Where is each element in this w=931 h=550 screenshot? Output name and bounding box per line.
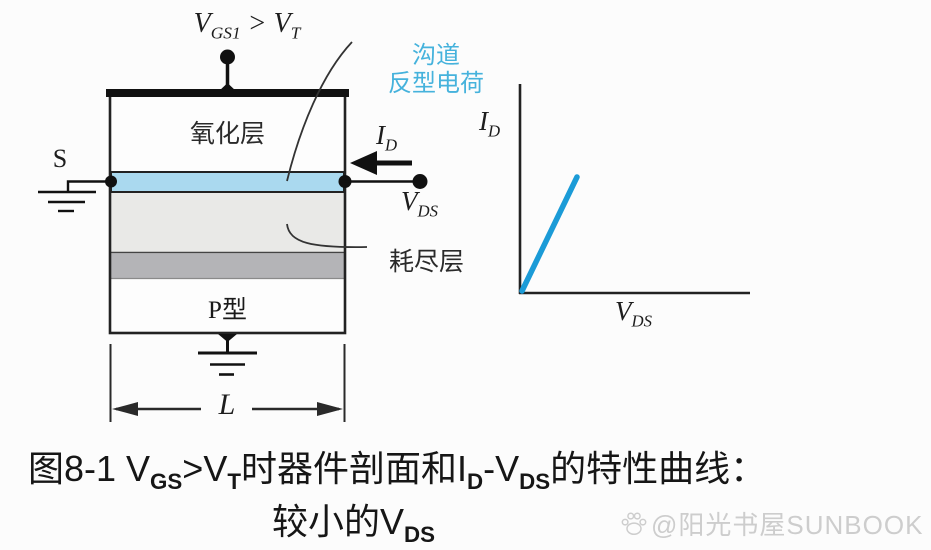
- bulk-charge-layer: [111, 253, 344, 279]
- gate-condition-label: VGS1 > VT: [163, 8, 331, 43]
- depletion-layer-label: 耗尽层: [389, 249, 465, 276]
- plot-x-axis-label: VDS: [615, 296, 652, 331]
- gate-v1-sub: GS1: [210, 23, 241, 43]
- cap2-p1: 较小的V: [272, 501, 405, 542]
- plot-y-axis-label: ID: [479, 106, 501, 141]
- source-wire: [66, 180, 111, 192]
- depletion-annotation-leader: [286, 223, 368, 249]
- cap2-s1: DS: [404, 522, 436, 548]
- plot-id-sym: I: [479, 106, 488, 136]
- drain-terminal-dot: [412, 174, 428, 189]
- cap1-s2: T: [227, 469, 241, 495]
- channel-length-label: L: [218, 388, 236, 421]
- cap1-s4: DS: [519, 469, 551, 495]
- id-sym: I: [376, 120, 385, 150]
- channel-annotation-line2: 反型电荷: [388, 71, 484, 97]
- substrate-label: P型: [208, 297, 247, 324]
- channel-inversion-layer: [110, 171, 345, 193]
- gate-terminal-dot: [220, 49, 235, 65]
- plot-id-sub: D: [488, 121, 501, 141]
- gate-op: >: [240, 8, 274, 39]
- watermark: @阳光书屋SUNBOOK: [620, 505, 923, 542]
- oxide-layer-label: 氧化层: [189, 121, 265, 148]
- watermark-text: @阳光书屋SUNBOOK: [651, 510, 924, 540]
- iv-plot-axes: [518, 84, 750, 295]
- source-label: S: [52, 144, 68, 173]
- figure-caption-line1: 图8-1 VGS>VT时器件剖面和ID-VDS的特性曲线：: [28, 440, 767, 495]
- iv-curve-line: [519, 174, 580, 294]
- channel-annotation-leader: [286, 41, 353, 182]
- cap1-p2: >V: [182, 448, 228, 489]
- cap1-s3: D: [467, 469, 484, 495]
- plot-vds-sym: V: [615, 296, 632, 326]
- plot-vds-sub: DS: [631, 311, 652, 331]
- cap1-p3: 时器件剖面和I: [240, 448, 467, 489]
- drain-current-arrow: [350, 151, 412, 175]
- cap1-p1: 图8-1 V: [28, 448, 151, 489]
- gate-v1: V: [193, 8, 211, 39]
- vds-sub: DS: [417, 201, 438, 221]
- channel-annotation-label: 沟道 反型电荷: [368, 42, 504, 98]
- gate-v2-sub: T: [290, 23, 301, 43]
- paw-icon: [621, 512, 647, 535]
- drain-current-label: ID: [376, 120, 398, 155]
- id-sub: D: [385, 135, 398, 155]
- cap1-s1: GS: [150, 469, 183, 495]
- length-dimension: [109, 344, 346, 422]
- source-ground-symbol: [38, 190, 96, 213]
- cap1-p4: -V: [483, 448, 520, 489]
- vds-sym: V: [401, 186, 418, 216]
- figure-caption-line2: 较小的VDS: [272, 493, 436, 548]
- substrate-ground-symbol: [198, 334, 257, 376]
- cap1-p5: 的特性曲线：: [550, 448, 767, 489]
- gate-v2: V: [273, 8, 291, 39]
- gate-electrode-bar: [106, 89, 349, 97]
- channel-annotation-line1: 沟道: [412, 43, 460, 69]
- drain-voltage-label: VDS: [401, 186, 438, 221]
